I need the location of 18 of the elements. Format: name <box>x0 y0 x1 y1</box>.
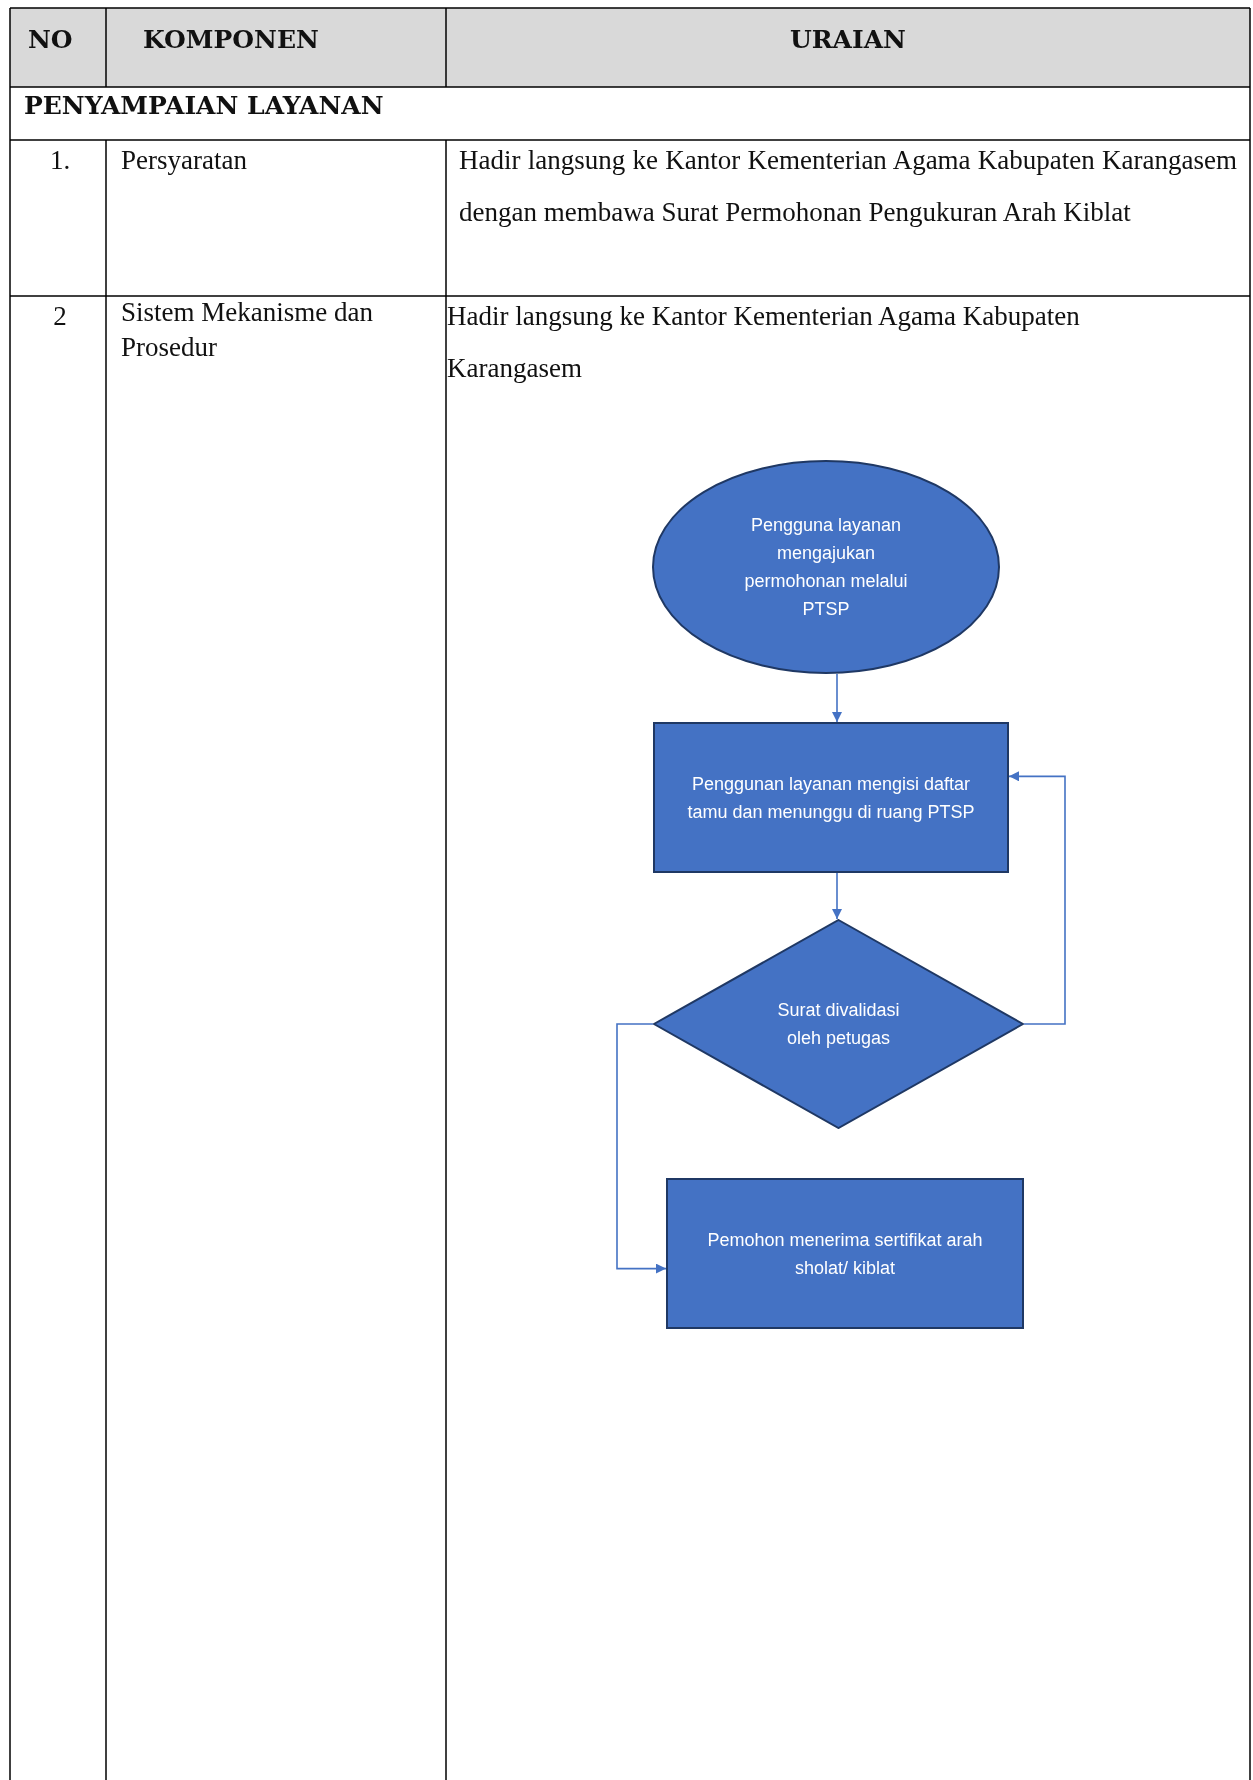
column-header: URAIAN <box>789 24 907 56</box>
arrow <box>832 872 842 920</box>
row-number: 1. <box>48 144 72 177</box>
description-text: Hadir langsung ke Kantor Kementerian Agama Kabupaten Karangasem dengan membawa Surat Permohonan Pengukuran Arah Kiblat <box>459 144 1237 229</box>
decision-diamond: Surat divalidasi oleh petugas <box>653 919 1024 1129</box>
column-header: NO <box>28 24 74 56</box>
component-name: Persyaratan <box>121 144 248 177</box>
arrow <box>1008 771 1066 1025</box>
arrow <box>832 673 842 723</box>
section-heading: PENYAMPAIAN LAYANAN <box>24 90 385 122</box>
column-header: KOMPONEN <box>143 24 320 56</box>
process-box: Pemohon menerima sertifikat arah sholat/ kiblat <box>666 1178 1024 1329</box>
arrow <box>616 1023 667 1274</box>
row-number: 2 <box>52 300 68 333</box>
component-name: Sistem Mekanisme dan Prosedur <box>121 296 374 364</box>
description-text: Hadir langsung ke Kantor Kementerian Agama Kabupaten Karangasem <box>447 300 1081 385</box>
start-ellipse: Pengguna layanan mengajukan permohonan melalui PTSP <box>652 460 1000 674</box>
process-box: Penggunan layanan mengisi daftar tamu dan menunggu di ruang PTSP <box>653 722 1009 873</box>
